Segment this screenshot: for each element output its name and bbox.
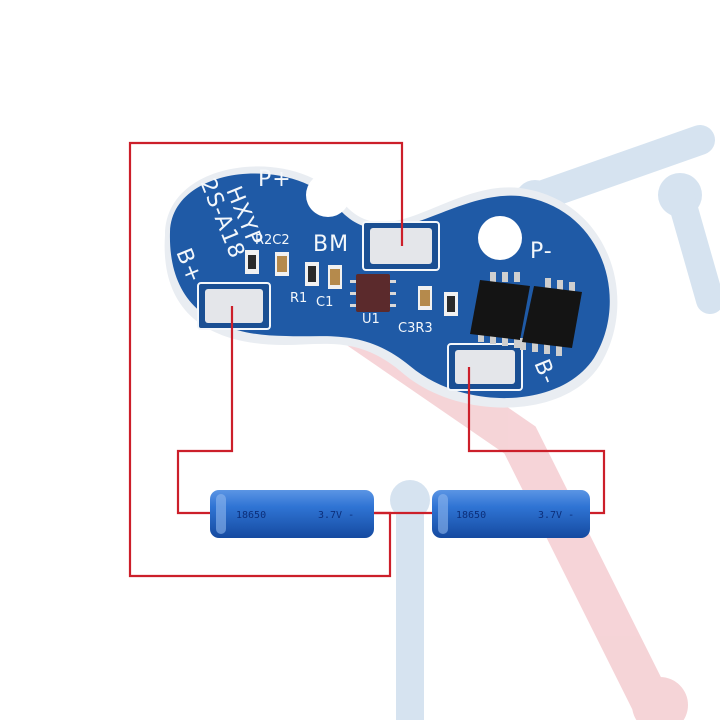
label-c3r3: C3R3	[398, 321, 433, 336]
component-r3	[444, 292, 458, 316]
label-r1: R1	[290, 291, 307, 306]
wire-b-minus-to-battery-2	[467, 367, 606, 515]
battery-1: 18650 3.7V -	[210, 490, 374, 538]
label-u1: U1	[362, 312, 380, 327]
component-r2	[245, 250, 259, 274]
mosfet-right	[520, 278, 582, 356]
label-c1: C1	[316, 295, 333, 310]
mounting-hole-right	[478, 216, 522, 260]
component-r1	[305, 262, 319, 286]
pcb-components	[245, 250, 582, 356]
component-c1	[328, 265, 342, 289]
battery-1-model: 18650	[236, 510, 266, 521]
battery-2-model: 18650	[456, 510, 486, 521]
component-c2	[275, 252, 289, 276]
label-p-minus: P-	[530, 239, 553, 264]
mounting-hole-left	[306, 173, 350, 217]
chip-u1	[350, 274, 396, 312]
battery-2-voltage: 3.7V -	[538, 510, 574, 521]
battery-1-voltage: 3.7V -	[318, 510, 354, 521]
mosfet-left	[470, 272, 530, 348]
label-r2c2: R2C2	[255, 233, 290, 248]
component-c3	[418, 286, 432, 310]
label-bm: BM	[313, 232, 349, 257]
battery-2: 18650 3.7V -	[432, 490, 590, 538]
label-p-plus: P+	[258, 167, 292, 192]
wire-b-plus-to-battery-1	[176, 306, 234, 515]
wiring	[128, 141, 606, 578]
